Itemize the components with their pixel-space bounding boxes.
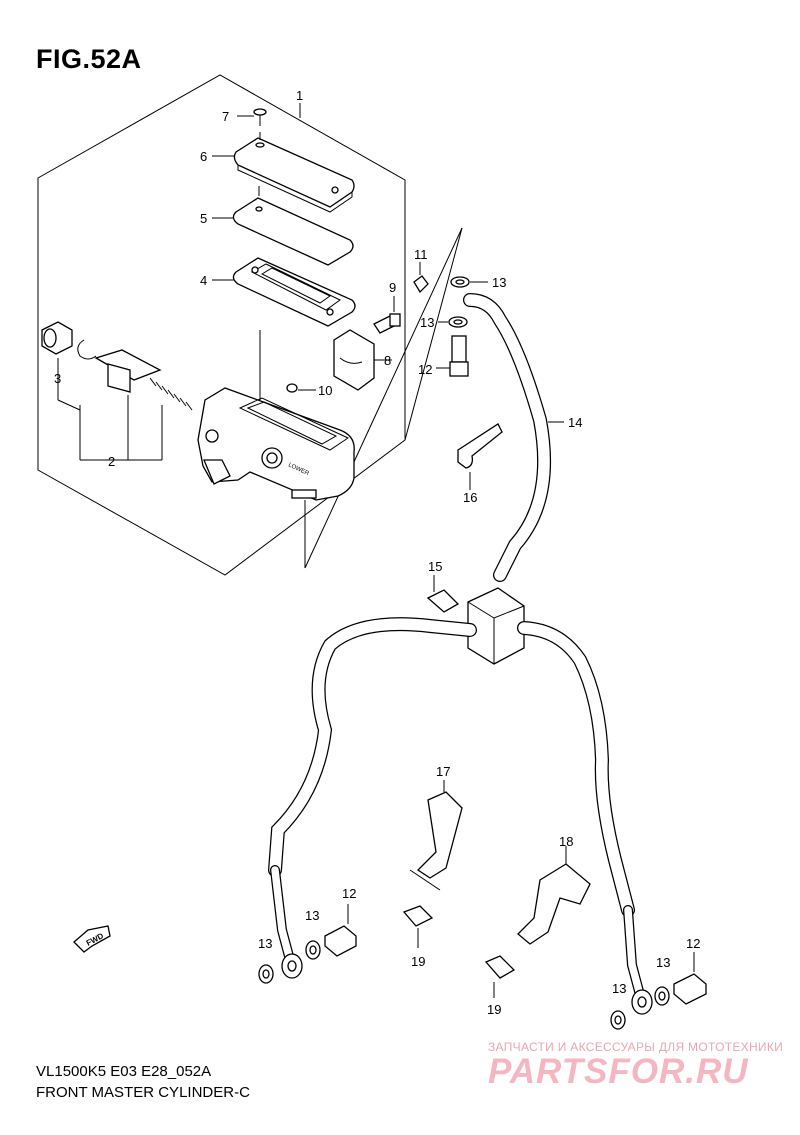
figure-caption: FRONT MASTER CYLINDER-C <box>36 1084 250 1101</box>
three-way-joint[interactable] <box>467 587 525 665</box>
callout-4: 4 <box>200 273 207 288</box>
washer-13-lower-left-b[interactable] <box>305 940 321 960</box>
bolt-19-right[interactable] <box>484 955 516 998</box>
bolt-19-left[interactable] <box>402 905 434 948</box>
hose-clamp-16[interactable] <box>457 423 503 490</box>
callout-8: 8 <box>384 353 391 368</box>
callout-15: 15 <box>428 559 442 574</box>
diaphragm-4[interactable] <box>212 257 356 327</box>
callout-13-lower-right-a: 13 <box>612 981 626 996</box>
bracket-17[interactable] <box>409 780 463 891</box>
callout-7: 7 <box>222 109 229 124</box>
callout-18: 18 <box>559 834 573 849</box>
assembly-frame <box>37 74 406 576</box>
model-line: VL1500K5 E03 E28_052A <box>36 1063 212 1080</box>
callout-2: 2 <box>108 454 115 469</box>
bolt-12-lower-left[interactable] <box>324 904 357 957</box>
washer-13-lower-left-a[interactable] <box>258 964 274 984</box>
left-brake-hose[interactable] <box>268 617 477 979</box>
washer-13-mid[interactable] <box>438 316 468 328</box>
callout-6: 6 <box>200 149 207 164</box>
right-brake-hose[interactable] <box>517 621 653 1015</box>
callout-9: 9 <box>389 280 396 295</box>
callout-12-lower-right: 12 <box>686 936 700 951</box>
callout-13-lower-left-b: 13 <box>305 908 319 923</box>
callout-17: 17 <box>436 764 450 779</box>
watermark-logo: PARTSFOR.RU <box>488 1052 749 1091</box>
callout-19-left: 19 <box>411 954 425 969</box>
callout-5: 5 <box>200 211 207 226</box>
callout-19-right: 19 <box>487 1002 501 1017</box>
washer-13-lower-right-a[interactable] <box>610 1010 626 1030</box>
callout-12-lower-left: 12 <box>342 886 356 901</box>
fwd-arrow-icon: FWD <box>73 925 111 953</box>
piston-set[interactable] <box>41 321 193 461</box>
callout-10: 10 <box>318 383 332 398</box>
callout-13-lower-right-b: 13 <box>656 955 670 970</box>
bracket-18[interactable] <box>517 846 591 945</box>
reservoir-cover-6[interactable] <box>212 132 355 213</box>
callout-11: 11 <box>414 247 428 262</box>
bolt-12-upper[interactable] <box>436 335 469 377</box>
brake-hose-14[interactable] <box>463 293 564 582</box>
callout-13-mid: 13 <box>420 315 434 330</box>
watermark-tagline: ЗАПЧАСТИ И АКСЕССУАРЫ ДЛЯ МОТОТЕХНИКИ <box>488 1040 784 1054</box>
bolt-9[interactable] <box>373 296 401 334</box>
callout-14: 14 <box>568 415 582 430</box>
holder-clamp-8[interactable] <box>333 329 392 391</box>
washer-13-upper[interactable] <box>450 276 488 288</box>
diaphragm-plate-5[interactable] <box>212 186 354 266</box>
callout-3: 3 <box>54 371 61 386</box>
callout-13-lower-left-a: 13 <box>258 936 272 951</box>
bolt-15[interactable] <box>426 575 460 613</box>
screw-10[interactable] <box>286 383 316 393</box>
callout-12-upper: 12 <box>418 362 432 377</box>
figure-title: FIG.52A <box>36 44 142 74</box>
callout-16: 16 <box>463 490 477 505</box>
washer-13-lower-right-b[interactable] <box>654 986 670 1006</box>
bolt-12-lower-right[interactable] <box>673 952 707 1005</box>
master-cylinder-body[interactable]: LOWER <box>197 387 355 501</box>
screw-7[interactable] <box>237 108 267 126</box>
callout-1: 1 <box>296 88 303 103</box>
clip-11[interactable] <box>413 262 429 294</box>
callout-13-upper: 13 <box>492 275 506 290</box>
